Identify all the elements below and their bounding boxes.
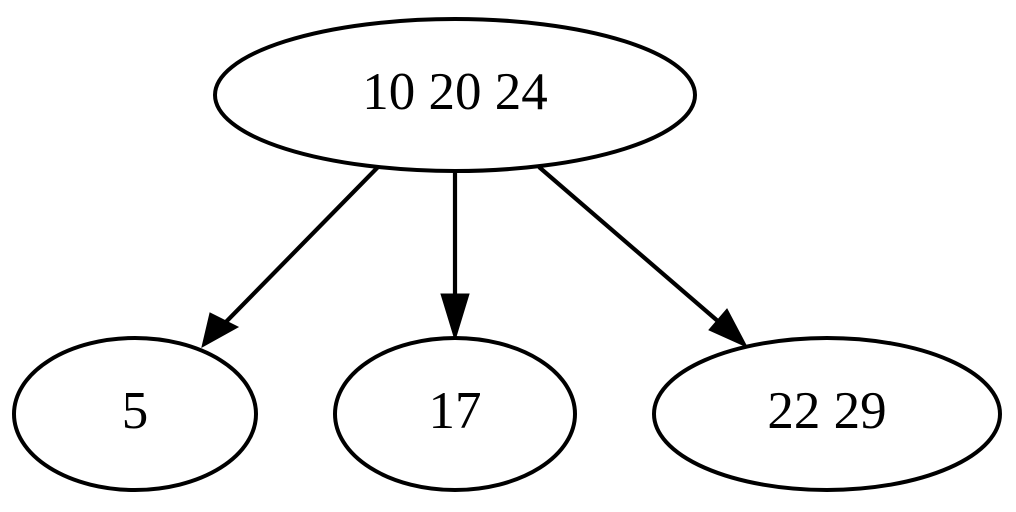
node-child3-label: 22 29 — [767, 382, 886, 440]
edge-line-root-child3 — [537, 165, 729, 331]
edge-arrowhead-root-child1 — [201, 312, 240, 348]
edge-root-child1[interactable] — [201, 165, 380, 348]
node-root-label: 10 20 24 — [362, 63, 548, 121]
edge-arrowhead-root-child2 — [440, 293, 470, 342]
edge-arrowhead-root-child3 — [708, 308, 749, 349]
node-child3-ellipse — [652, 336, 1002, 492]
node-child2-label: 17 — [429, 382, 482, 440]
node-child3[interactable]: 22 29 — [652, 336, 1002, 492]
edge-root-child2[interactable] — [440, 173, 470, 342]
node-child2[interactable]: 17 — [333, 336, 577, 492]
edge-root-child3[interactable] — [537, 165, 749, 349]
node-root-ellipse — [213, 17, 697, 173]
edge-group — [201, 165, 749, 349]
node-child1[interactable]: 5 — [12, 336, 258, 492]
node-group: 10 20 24 5 17 22 29 — [12, 17, 1002, 492]
node-child2-ellipse — [333, 336, 577, 492]
edge-line-root-child1 — [219, 165, 380, 329]
node-root[interactable]: 10 20 24 — [213, 17, 697, 173]
node-child1-ellipse — [12, 336, 258, 492]
node-child1-label: 5 — [122, 382, 149, 440]
